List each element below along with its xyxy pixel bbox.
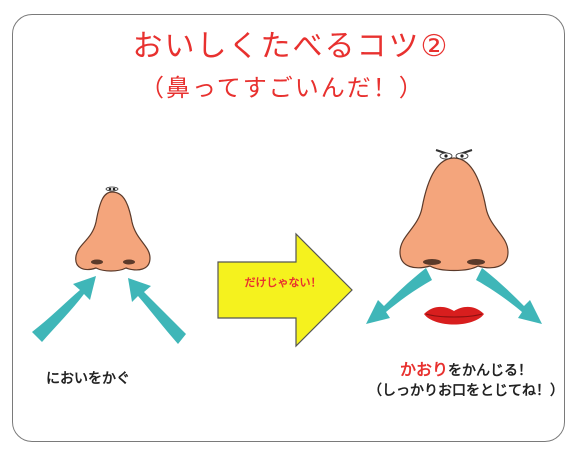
inhale-arrows-icon <box>32 276 186 344</box>
lips-icon <box>424 306 484 325</box>
right-caption-line2: （しっかりお口をとじてね！） <box>368 383 564 399</box>
right-caption: かおりをかんじる！ （しっかりお口をとじてね！） <box>356 360 576 401</box>
right-caption-line1: かおりをかんじる！ <box>356 360 576 381</box>
left-caption: においをかぐ <box>46 371 130 387</box>
aroma-arrows-icon <box>366 268 542 324</box>
left-nose-icon <box>75 186 151 272</box>
yellow-arrow-icon <box>217 232 353 348</box>
page-title: おいしくたべるコツ② <box>132 29 450 64</box>
arrow-label: だけじゃない！ <box>244 276 322 289</box>
right-nose-icon <box>399 149 509 272</box>
caption-accent: かおり <box>399 360 448 379</box>
page-subtitle: （鼻ってすごいんだ！） <box>140 74 425 102</box>
caption-line1-rest: をかんじる！ <box>448 363 532 379</box>
